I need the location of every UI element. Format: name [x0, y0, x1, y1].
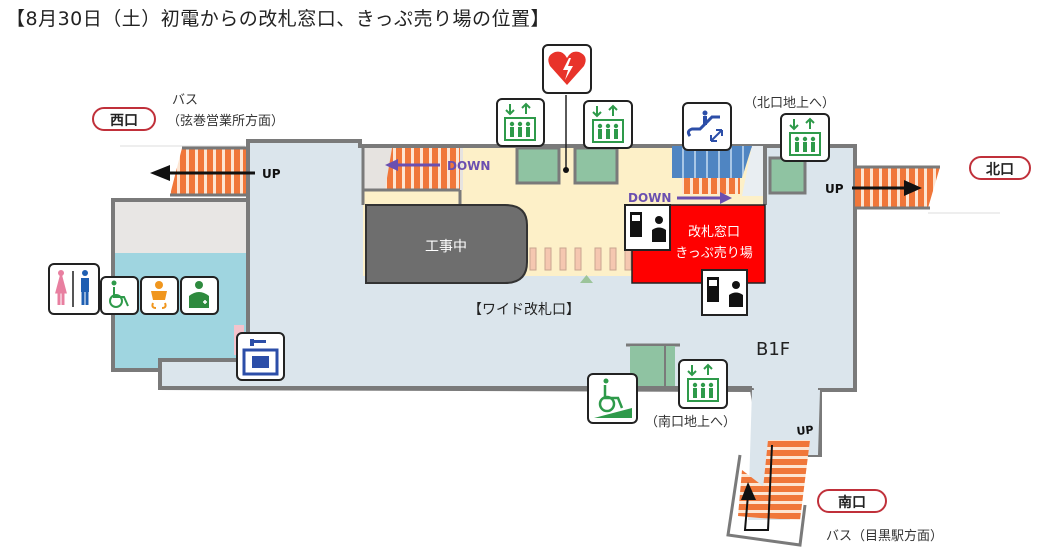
escalator-down-label: DOWN — [628, 191, 671, 205]
south-exit[interactable]: 南口 — [817, 489, 887, 513]
ticket-office-label: 改札窓口 — [688, 224, 740, 240]
ticket-gates — [529, 247, 632, 271]
ticket-office-icon — [624, 204, 671, 251]
elevator-icon — [780, 113, 830, 162]
south-up-label: UP — [796, 423, 814, 438]
elevator-icon — [678, 359, 728, 409]
elevator-shaft — [768, 156, 807, 195]
accessible-restroom-icon — [100, 276, 139, 315]
ramp-icon — [587, 373, 638, 424]
south-bus-label: バス（目黒駅方面） — [826, 528, 943, 544]
escalator-icon — [682, 102, 732, 151]
elevator-shaft — [573, 146, 619, 185]
ticket-office-icon — [701, 269, 748, 316]
ticket-office-label-2: きっぷ売り場 — [675, 245, 752, 261]
west-exit-label: 西口 — [110, 113, 138, 129]
west-bus-direction: （弦巻営業所方面） — [167, 113, 284, 129]
construction-label: 工事中 — [425, 239, 467, 255]
wide-gate-label: 【ワイド改札口】 — [468, 302, 580, 318]
south-ground-note: （南口地上へ） — [645, 414, 736, 430]
west-up-label: UP — [262, 167, 281, 181]
north-exit[interactable]: 北口 — [969, 156, 1031, 180]
aed-icon — [542, 44, 592, 94]
inner-down-label: DOWN — [447, 159, 490, 173]
gate-marker — [580, 275, 593, 283]
escalator — [672, 146, 765, 196]
restroom-icon — [48, 263, 100, 315]
elevator-icon — [583, 100, 633, 149]
inner-stairs — [361, 148, 463, 205]
first-aid-icon — [180, 276, 219, 315]
page-title: 【8月30日（土）初電からの改札窓口、きっぷ売り場の位置】 — [6, 8, 551, 30]
north-ground-note: （北口地上へ） — [744, 96, 835, 111]
west-exit[interactable]: 西口 — [92, 107, 156, 131]
elevator-icon — [496, 98, 545, 147]
north-exit-label: 北口 — [986, 162, 1014, 178]
floor-label: B1F — [756, 339, 790, 360]
elevator-shaft — [515, 146, 561, 185]
north-up-label: UP — [825, 182, 844, 196]
west-bus-label: バス — [172, 93, 198, 108]
coin-locker-icon — [236, 332, 285, 381]
baby-changing-icon — [140, 276, 179, 315]
south-exit-label: 南口 — [838, 494, 866, 511]
construction-area: 工事中 — [365, 204, 528, 284]
